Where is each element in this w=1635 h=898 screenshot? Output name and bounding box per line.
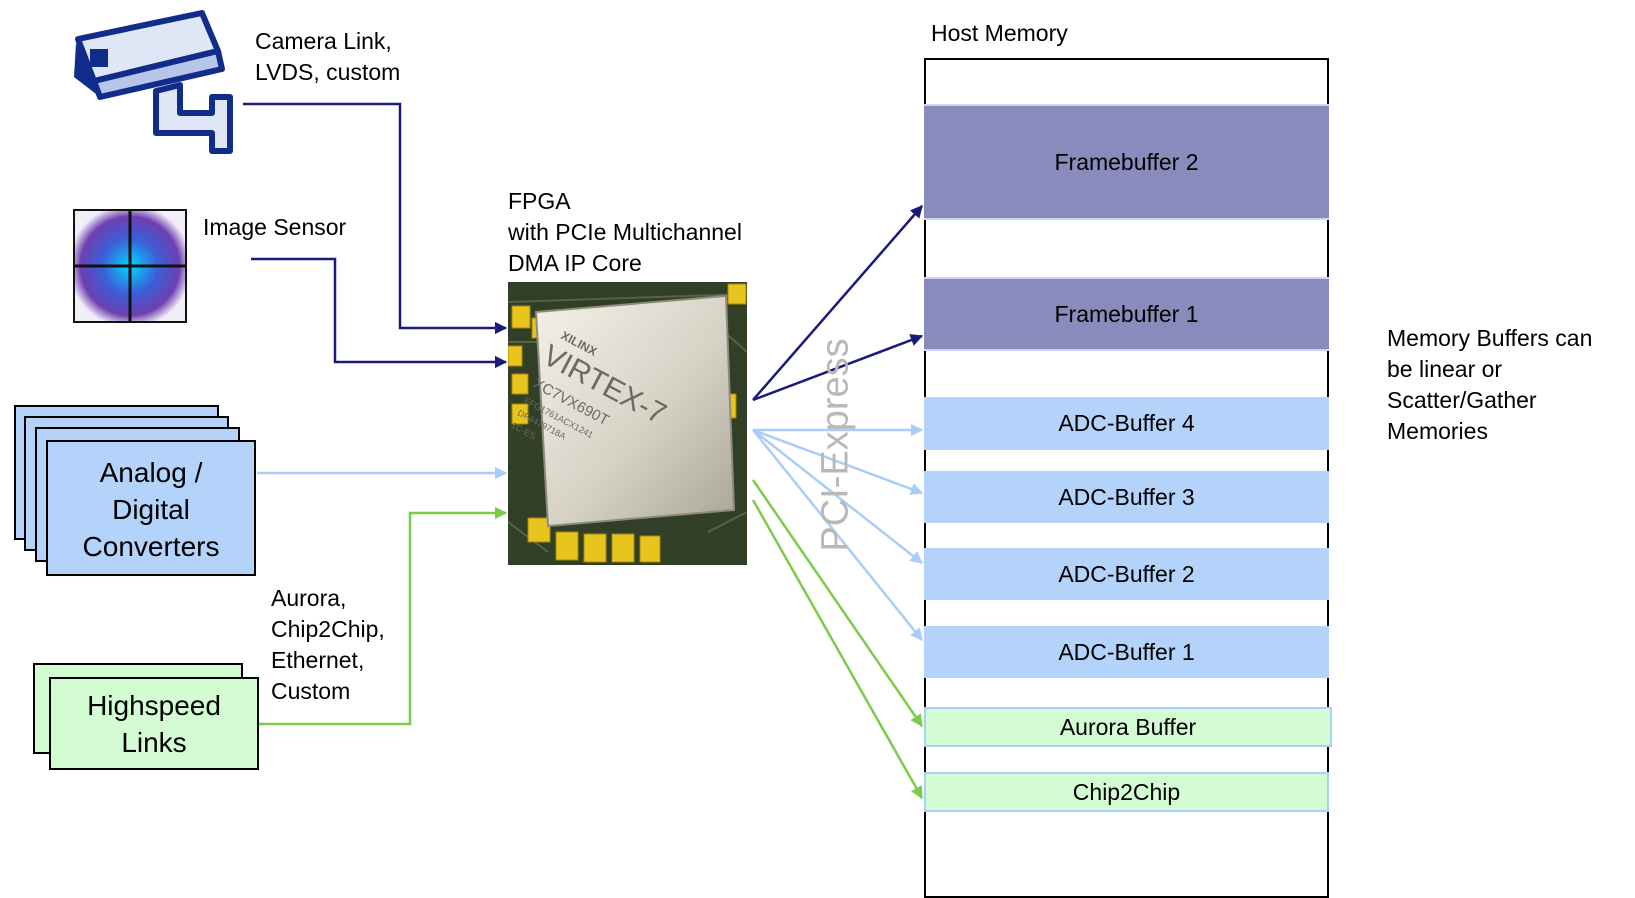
host-memory-label: Host Memory xyxy=(931,20,1068,46)
fpga-to-adc1-arrow xyxy=(752,429,923,641)
fpga-to-framebuffer1-arrow xyxy=(752,334,924,402)
camera-interface-label: Camera Link, LVDS, custom xyxy=(255,28,401,85)
sensor-to-fpga-line xyxy=(251,257,508,369)
adc-buffer-3: ADC-Buffer 3 xyxy=(924,471,1329,523)
adc-buffer-3-label: ADC-Buffer 3 xyxy=(1058,483,1195,510)
fpga-to-aurora-arrow xyxy=(751,479,924,728)
fpga-to-chip2chip-arrow xyxy=(751,499,924,800)
fpga-to-framebuffer2-arrow xyxy=(752,205,923,401)
fpga-to-adc3-arrow xyxy=(752,428,924,495)
fpga-to-adc2-arrow xyxy=(752,429,923,564)
framebuffer-1: Framebuffer 1 xyxy=(924,277,1329,351)
adc-buffer-4: ADC-Buffer 4 xyxy=(924,397,1329,450)
links-card-label: Highspeed Links xyxy=(87,690,221,758)
adc-buffer-1-label: ADC-Buffer 1 xyxy=(1058,638,1195,665)
chip2chip-buffer: Chip2Chip xyxy=(924,772,1329,812)
camera-to-fpga-line xyxy=(243,102,508,335)
adc-buffer-2-label: ADC-Buffer 2 xyxy=(1058,560,1195,587)
fpga-chip-image: XILINX VIRTEX-7 XC7VX690T FFG1761ACX1241… xyxy=(508,282,747,565)
memory-note: Memory Buffers can be linear or Scatter/… xyxy=(1387,325,1593,444)
adc-buffer-1: ADC-Buffer 1 xyxy=(924,626,1329,678)
framebuffer-2-label: Framebuffer 2 xyxy=(1054,148,1199,175)
framebuffer-1-label: Framebuffer 1 xyxy=(1054,300,1199,327)
chip2chip-buffer-label: Chip2Chip xyxy=(1072,778,1181,805)
aurora-buffer: Aurora Buffer xyxy=(924,707,1332,747)
image-sensor-icon xyxy=(73,209,187,323)
framebuffer-2: Framebuffer 2 xyxy=(924,104,1329,220)
pcie-label: PCI-Express xyxy=(814,338,857,552)
link-protocols-label: Aurora, Chip2Chip, Ethernet, Custom xyxy=(271,585,385,704)
adc-buffer-2: ADC-Buffer 2 xyxy=(924,548,1329,600)
adc-card-label: Analog / Digital Converters xyxy=(82,457,220,562)
adc-card-front: Analog / Digital Converters xyxy=(46,440,256,576)
links-to-fpga-line xyxy=(257,506,508,726)
aurora-buffer-label: Aurora Buffer xyxy=(1059,713,1197,740)
adc-buffer-4-label: ADC-Buffer 4 xyxy=(1058,410,1195,436)
surveillance-camera-icon xyxy=(74,10,233,154)
image-sensor-label: Image Sensor xyxy=(203,214,347,240)
links-card-front: Highspeed Links xyxy=(49,677,259,770)
fpga-label: FPGA with PCIe Multichannel DMA IP Core xyxy=(508,188,742,276)
